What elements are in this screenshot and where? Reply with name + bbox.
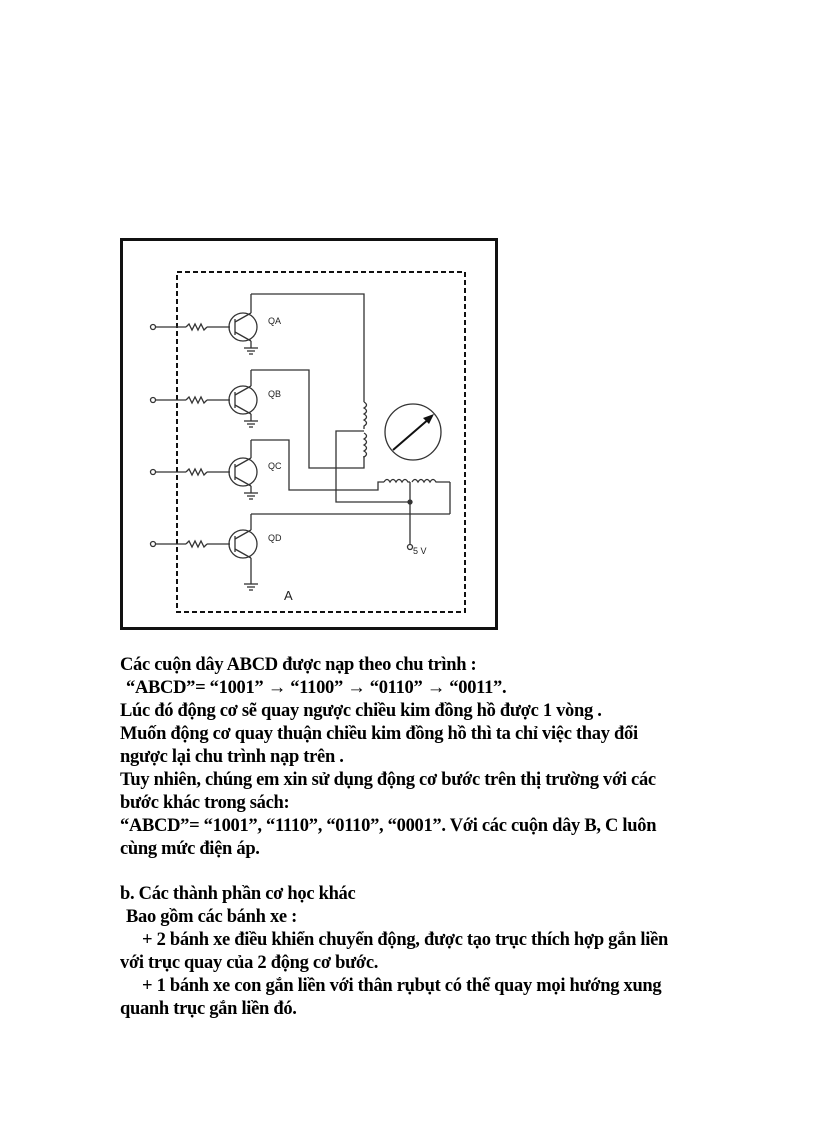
transistor-label-qb: QB — [268, 389, 281, 399]
dashed-block-boundary — [176, 271, 466, 613]
block-label: A — [284, 588, 293, 603]
sequence-ccw: “ABCD”= “1001” → “1100” → “0110” → “0011… — [126, 678, 507, 698]
transistor-label-qd: QD — [268, 533, 282, 543]
paragraph-market-motor-line2: bước khác trong sách: — [120, 793, 290, 813]
paragraph-cw-line2: ngược lại chu trình nạp trên . — [120, 747, 344, 767]
supply-voltage-label: 5 V — [413, 546, 427, 556]
list-item-drive-wheels-line1: + 2 bánh xe điều khiển chuyển động, được… — [142, 930, 668, 950]
body-text: Các cuộn dây ABCD được nạp theo chu trìn… — [120, 654, 720, 1021]
transistor-label-qa: QA — [268, 316, 281, 326]
sequence-alt-line2: cùng mức điện áp. — [120, 839, 260, 859]
motor-meter-symbol — [384, 403, 442, 461]
list-item-caster-wheel-line1: + 1 bánh xe con gắn liền với thân rụbụt … — [142, 976, 662, 996]
section-b-intro: Bao gồm các bánh xe : — [126, 907, 297, 927]
transistor-label-qc: QC — [268, 461, 282, 471]
paragraph-ccw-result: Lúc đó động cơ sẽ quay ngược chiều kim đ… — [120, 701, 602, 721]
list-item-caster-wheel-line2: quanh trục gắn liền đó. — [120, 999, 297, 1019]
section-b-title: b. Các thành phần cơ học khác — [120, 884, 356, 904]
paragraph-coil-sequence-intro: Các cuộn dây ABCD được nạp theo chu trìn… — [120, 655, 477, 675]
paragraph-market-motor-line1: Tuy nhiên, chúng em xin sử dụng động cơ … — [120, 770, 656, 790]
list-item-drive-wheels-line2: với trục quay của 2 động cơ bước. — [120, 953, 379, 973]
sequence-alt-line1: “ABCD”= “1001”, “1110”, “0110”, “0001”. … — [120, 816, 657, 836]
paragraph-spacer — [120, 861, 720, 883]
stepper-motor-circuit-diagram: QA QB QC QD 5 V A — [120, 238, 498, 630]
paragraph-cw-line1: Muốn động cơ quay thuận chiều kim đồng h… — [120, 724, 638, 744]
